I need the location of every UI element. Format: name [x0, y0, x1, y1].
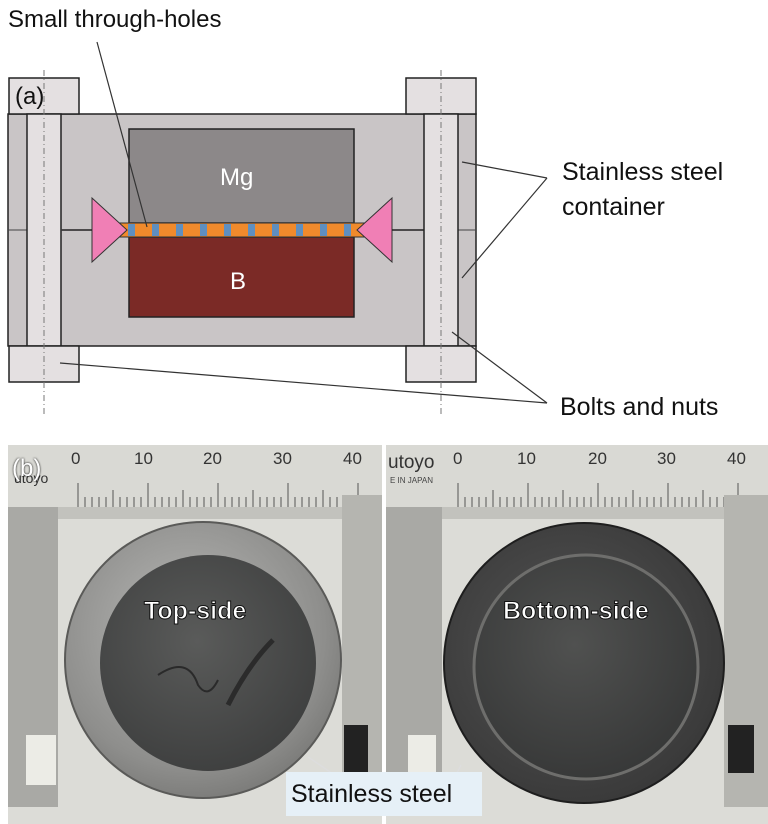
brand-right: utoyo — [388, 452, 435, 473]
ruler-left-num-0: 0 — [71, 449, 81, 468]
through-holes-label: Small through-holes — [8, 6, 222, 33]
holes-leader — [96, 41, 148, 228]
ruler-left-num-40: 40 — [343, 449, 362, 468]
bottom-side-label: Bottom-side — [503, 597, 650, 626]
panel-b-label: (b) — [12, 455, 42, 482]
bolts-leader-right — [451, 331, 548, 404]
ruler-right-num-0: 0 — [453, 449, 463, 468]
ruler-right-num-20: 20 — [588, 449, 607, 468]
panel-a-schematic — [7, 41, 548, 415]
caliper-beam-left — [8, 507, 382, 519]
ruler-left-num-10: 10 — [134, 449, 153, 468]
container-leader-lower — [461, 177, 548, 279]
photo-top-side — [8, 445, 382, 824]
through-holes — [128, 224, 351, 236]
photo-top-side-illustration — [8, 445, 382, 824]
ruler-right — [386, 445, 768, 507]
bolts-label: Bolts and nuts — [560, 393, 719, 421]
ruler-left — [8, 445, 382, 507]
mg-block — [128, 128, 355, 224]
ruler-right-num-10: 10 — [517, 449, 536, 468]
container-label-line1: Stainless steel — [562, 158, 724, 186]
ruler-right-num-40: 40 — [727, 449, 746, 468]
ruler-left-num-30: 30 — [273, 449, 292, 468]
stainless-steel-callout-box — [286, 772, 482, 816]
right-nut — [405, 345, 477, 383]
brand-left: utoyo — [14, 470, 49, 486]
b-label: B — [230, 268, 247, 295]
brand-sub: E IN JAPAN — [390, 476, 433, 485]
mgb2-disc-top — [100, 555, 316, 771]
bolts-leader-left — [59, 362, 548, 404]
ruler-left-num-20: 20 — [203, 449, 222, 468]
stainless-steel-callout: Stainless steel — [291, 780, 453, 808]
container-leader-upper — [461, 161, 548, 179]
photo-divider — [382, 445, 386, 824]
photo-bottom-side — [386, 445, 768, 824]
top-side-label: Top-side — [143, 597, 247, 626]
photo-bottom-side-illustration — [386, 445, 768, 824]
panel-a-label: (a) — [15, 83, 45, 110]
ruler-right-num-30: 30 — [657, 449, 676, 468]
container-label-line2: container — [562, 193, 665, 221]
mg-label: Mg — [220, 164, 254, 191]
mgb2-disc-bottom — [472, 553, 700, 781]
